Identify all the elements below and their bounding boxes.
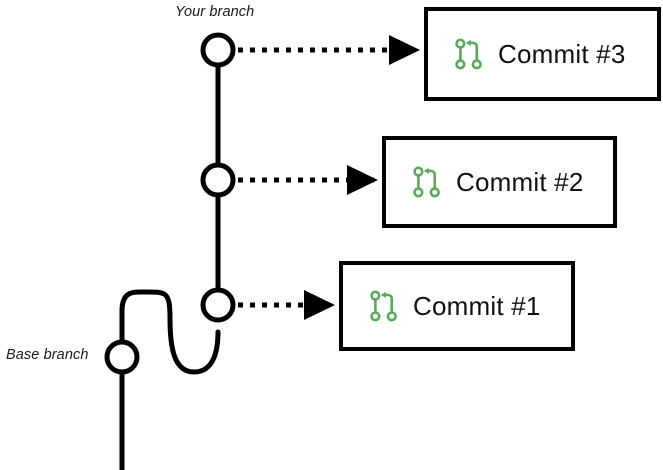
commit-node-3[interactable]	[200, 32, 236, 68]
commit-card-3[interactable]: Commit #3	[424, 7, 661, 101]
commit-card-3-label: Commit #3	[498, 39, 626, 69]
commit-card-1[interactable]: Commit #1	[339, 261, 575, 351]
git-pull-request-icon	[455, 38, 482, 70]
commit-card-1-label: Commit #1	[413, 291, 541, 321]
commit-card-2[interactable]: Commit #2	[382, 136, 617, 228]
your-branch-label: Your branch	[175, 4, 255, 20]
base-branch-node[interactable]	[104, 339, 140, 375]
git-pull-request-icon	[370, 290, 397, 322]
base-branch-label: Base branch	[6, 347, 89, 363]
branch-merge-curve	[119, 289, 221, 375]
git-pull-request-icon	[413, 166, 440, 198]
commit-node-2[interactable]	[200, 162, 236, 198]
commit-node-1[interactable]	[200, 287, 236, 323]
commit-card-2-label: Commit #2	[456, 167, 584, 197]
